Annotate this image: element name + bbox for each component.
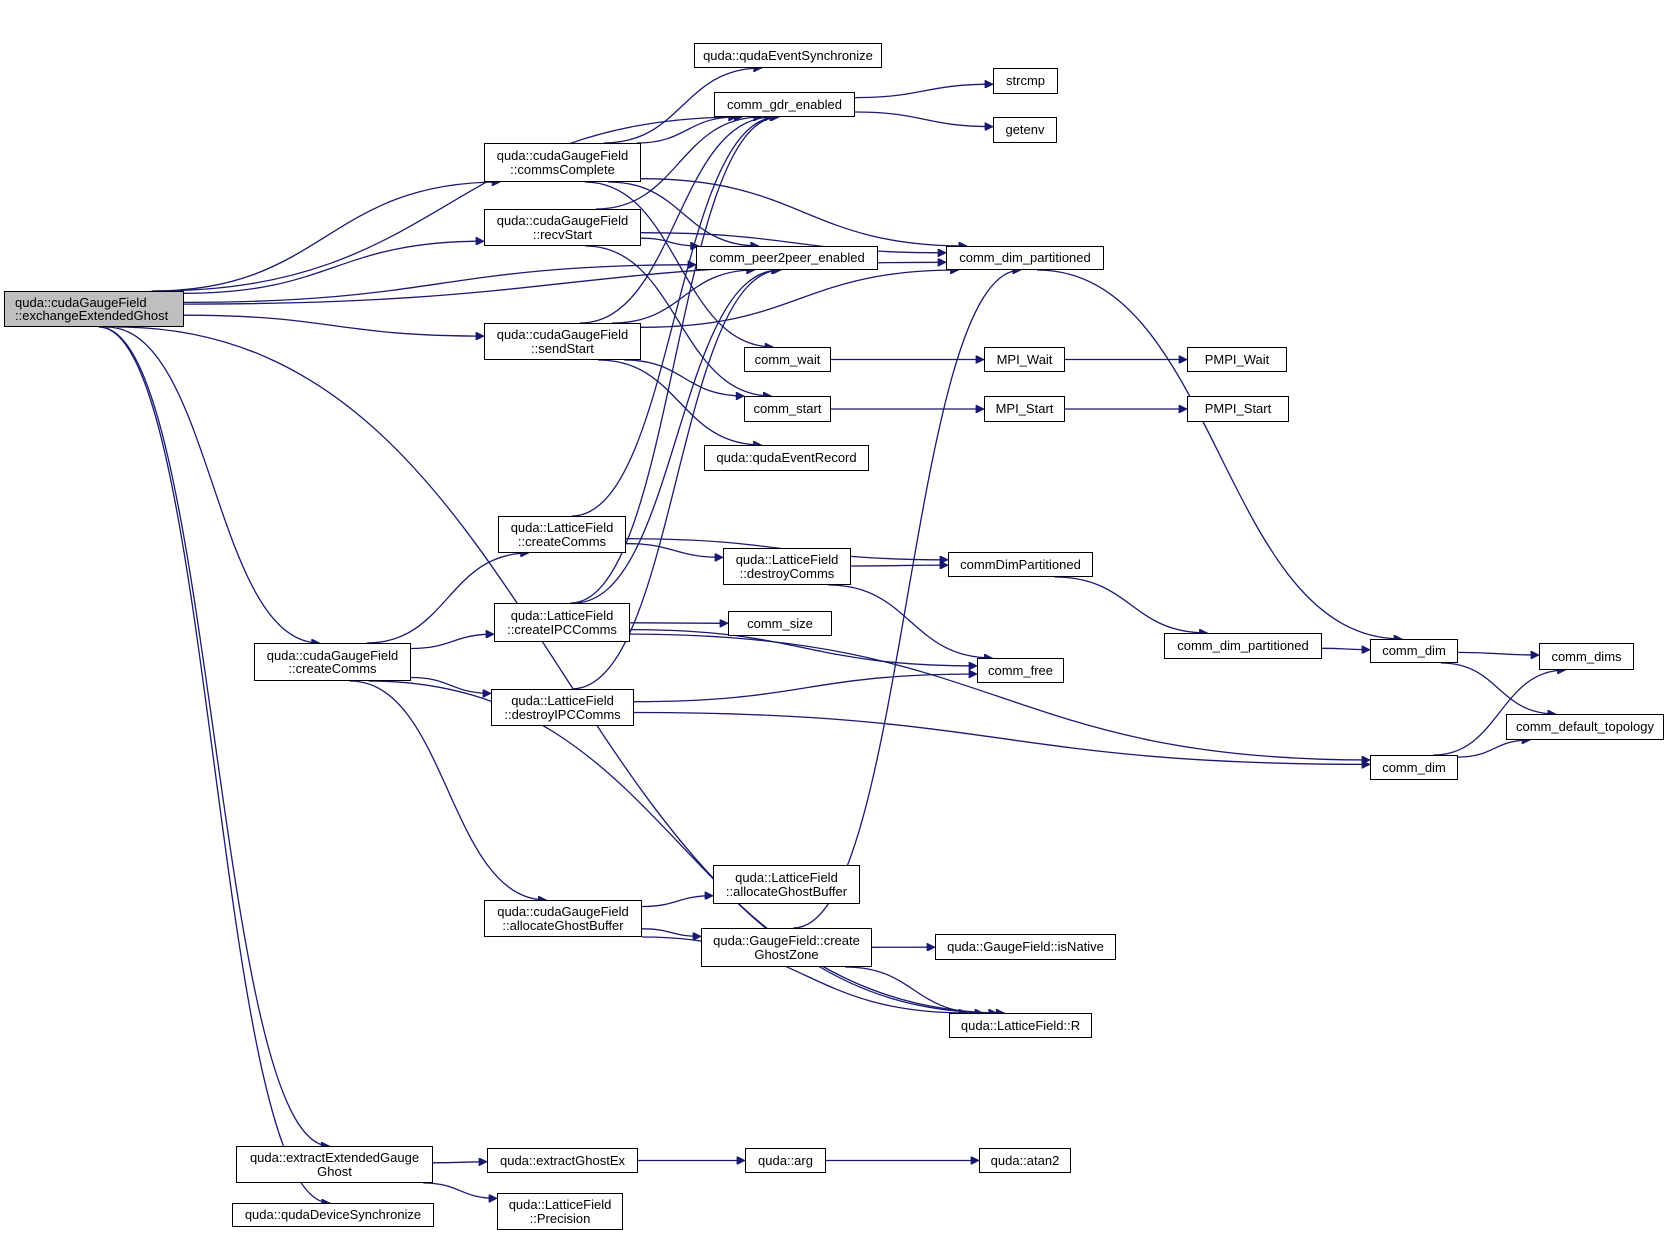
edge-root-to-lf_R — [117, 326, 1004, 1013]
edge-comm_gdr_enabled-to-getenv — [854, 111, 993, 127]
node-comms-complete[interactable]: quda::cudaGaugeField ::commsComplete — [484, 143, 641, 182]
node-comm-free[interactable]: comm_free — [977, 658, 1064, 683]
edge-lf_destroyIPCComms-to-comm_dim_b — [633, 711, 1370, 765]
node-comm-start[interactable]: comm_start — [744, 396, 831, 422]
edge-root-to-recvStart — [183, 241, 484, 294]
edge-root-to-extractExtendedGaugeGhost — [99, 326, 329, 1146]
node-getenv[interactable]: getenv — [993, 117, 1057, 143]
node-comm-dims[interactable]: comm_dims — [1539, 643, 1634, 670]
node-gf-create-ghost-zone[interactable]: quda::GaugeField::create GhostZone — [701, 928, 872, 967]
edge-comm_dim_partitioned_a-to-comm_dim_a — [1036, 269, 1402, 639]
edge-root-to-cgf_createComms — [106, 326, 320, 643]
node-qudaEventSynchronize[interactable]: quda::qudaEventSynchronize — [694, 43, 882, 68]
edge-root-to-qudaDeviceSynchronize — [98, 326, 330, 1203]
edge-comm_dim_a-to-comm_dims — [1457, 652, 1539, 655]
edge-sendStart-to-comm_dim_partitioned_a — [640, 270, 959, 328]
node-send-start[interactable]: quda::cudaGaugeField ::sendStart — [484, 323, 641, 360]
edge-commsComplete-to-comm_dim_partitioned_a — [640, 178, 967, 246]
node-comm-gdr-enabled[interactable]: comm_gdr_enabled — [714, 92, 855, 117]
edge-lf_destroyComms-to-commDimPartitioned — [850, 565, 948, 566]
node-lf-r[interactable]: quda::LatticeField::R — [949, 1013, 1092, 1038]
edge-recvStart-to-comm_start — [585, 245, 771, 396]
node-strcmp[interactable]: strcmp — [993, 68, 1058, 94]
node-quda-atan2[interactable]: quda::atan2 — [979, 1148, 1071, 1173]
node-comm-dim-upper[interactable]: comm_dim — [1370, 639, 1458, 663]
edge-commsComplete-to-comm_gdr_enabled — [637, 117, 737, 144]
edge-sendStart-to-comm_peer2peer_enabled — [612, 270, 755, 324]
edge-extractExtendedGaugeGhost-to-extractGhostEx — [432, 1162, 487, 1163]
edge-lf_createIPCComms-to-comm_free — [629, 628, 977, 666]
edge-commsComplete-to-qudaEventSynchronize — [603, 68, 762, 144]
node-qudaEventRecord[interactable]: quda::qudaEventRecord — [704, 445, 869, 471]
node-mpi-start[interactable]: MPI_Start — [984, 396, 1065, 422]
edge-sendStart-to-comm_gdr_enabled — [579, 117, 773, 324]
node-comm-peer2peer-enabled[interactable]: comm_peer2peer_enabled — [696, 246, 878, 270]
node-comm-dim-partitioned-top[interactable]: comm_dim_partitioned — [946, 246, 1104, 270]
edge-root-to-sendStart — [183, 314, 484, 336]
edge-lf_destroyIPCComms-to-comm_peer2peer_enabled — [571, 270, 781, 690]
edge-cgf_createComms-to-cgf_allocateGhostBuffer — [349, 680, 547, 900]
edge-lf_createComms-to-comm_gdr_enabled — [571, 117, 778, 517]
node-comm-wait[interactable]: comm_wait — [744, 347, 831, 372]
edge-cgf_createComms-to-lf_createIPCComms — [410, 634, 494, 650]
edge-cgf_allocateGhostBuffer-to-gf_createGhostZone — [641, 928, 701, 937]
edge-commsComplete-to-comm_peer2peer_enabled — [608, 181, 759, 246]
edge-recvStart-to-comm_peer2peer_enabled — [640, 237, 699, 246]
edge-cgf_allocateGhostBuffer-to-lf_allocateGhostBuffer — [641, 896, 713, 908]
node-pmpi-wait[interactable]: PMPI_Wait — [1187, 347, 1287, 372]
edge-lf_destroyIPCComms-to-comm_free — [633, 674, 977, 703]
edge-sendStart-to-qudaEventRecord — [598, 359, 761, 445]
node-lf-create-ipc-comms[interactable]: quda::LatticeField ::createIPCComms — [494, 603, 630, 642]
edge-comm_dim_b-to-comm_dims — [1433, 670, 1565, 756]
node-root-exchange-extended-ghost: quda::cudaGaugeField ::exchangeExtendedG… — [4, 291, 184, 327]
node-extract-extended-gauge-ghost[interactable]: quda::extractExtendedGauge Ghost — [236, 1146, 433, 1183]
edge-gf_createGhostZone-to-lf_R — [844, 966, 983, 1013]
edge-root-to-commsComplete — [151, 182, 501, 292]
edge-lf_createIPCComms-to-comm_size — [629, 623, 728, 624]
node-extract-ghost-ex[interactable]: quda::extractGhostEx — [487, 1148, 638, 1173]
node-lf-precision[interactable]: quda::LatticeField ::Precision — [497, 1193, 623, 1230]
edge-lf_createIPCComms-to-comm_dim_b — [629, 633, 1370, 760]
edge-commDimPartitioned-to-comm_dim_partitioned_b — [1054, 576, 1208, 633]
edges-layer — [98, 68, 1566, 1203]
edge-sendStart-to-comm_start — [624, 359, 744, 396]
edge-comm_dim_partitioned_b-to-comm_dim_a — [1321, 648, 1370, 649]
edge-recvStart-to-comm_gdr_enabled — [595, 117, 762, 210]
edge-cgf_allocateGhostBuffer-to-lf_R — [641, 936, 967, 1013]
edge-lf_createIPCComms-to-comm_gdr_enabled — [570, 117, 779, 604]
node-comm-dim-partitioned-mid[interactable]: comm_dim_partitioned — [1164, 633, 1322, 659]
edge-comm_dim_a-to-comm_default_topology — [1440, 662, 1556, 714]
edge-root-to-comm_peer2peer_enabled — [183, 265, 696, 304]
edge-cgf_createComms-to-lf_createComms — [366, 553, 529, 644]
edge-root-to-comm_gdr_enabled — [154, 117, 743, 292]
node-lf-allocate-ghost-buffer[interactable]: quda::LatticeField ::allocateGhostBuffer — [713, 865, 860, 904]
edge-commsComplete-to-comm_wait — [584, 181, 773, 347]
edge-cgf_createComms-to-lf_destroyIPCComms — [410, 676, 491, 694]
node-comm-dim-lower[interactable]: comm_dim — [1370, 755, 1458, 780]
node-commDimPartitioned[interactable]: commDimPartitioned — [948, 552, 1093, 577]
edge-comm_dim_b-to-comm_default_topology — [1457, 740, 1530, 758]
edge-lf_destroyComms-to-comm_free — [828, 584, 993, 658]
node-recv-start[interactable]: quda::cudaGaugeField ::recvStart — [484, 209, 641, 246]
node-comm-size[interactable]: comm_size — [728, 611, 832, 636]
node-gf-is-native[interactable]: quda::GaugeField::isNative — [935, 934, 1116, 960]
node-cgf-allocate-ghost-buffer[interactable]: quda::cudaGaugeField ::allocateGhostBuff… — [484, 900, 642, 937]
edge-lf_createComms-to-lf_destroyComms — [625, 542, 723, 558]
node-cgf-create-comms[interactable]: quda::cudaGaugeField ::createComms — [254, 643, 411, 681]
node-qudaDeviceSynchronize[interactable]: quda::qudaDeviceSynchronize — [232, 1203, 434, 1227]
node-lf-create-comms[interactable]: quda::LatticeField ::createComms — [498, 516, 626, 553]
node-mpi-wait[interactable]: MPI_Wait — [984, 347, 1065, 372]
edge-extractExtendedGaugeGhost-to-lf_Precision — [423, 1182, 497, 1198]
edge-lf_createIPCComms-to-comm_peer2peer_enabled — [573, 270, 780, 604]
node-quda-arg[interactable]: quda::arg — [745, 1148, 826, 1173]
edge-recvStart-to-comm_dim_partitioned_a — [640, 232, 946, 253]
edge-comm_gdr_enabled-to-strcmp — [854, 84, 993, 99]
node-pmpi-start[interactable]: PMPI_Start — [1187, 396, 1289, 422]
node-lf-destroy-comms[interactable]: quda::LatticeField ::destroyComms — [723, 548, 851, 585]
node-comm-default-topology[interactable]: comm_default_topology — [1506, 714, 1664, 740]
node-lf-destroy-ipc-comms[interactable]: quda::LatticeField ::destroyIPCComms — [491, 689, 634, 726]
edge-cgf_createComms-to-lf_R — [368, 680, 997, 1013]
